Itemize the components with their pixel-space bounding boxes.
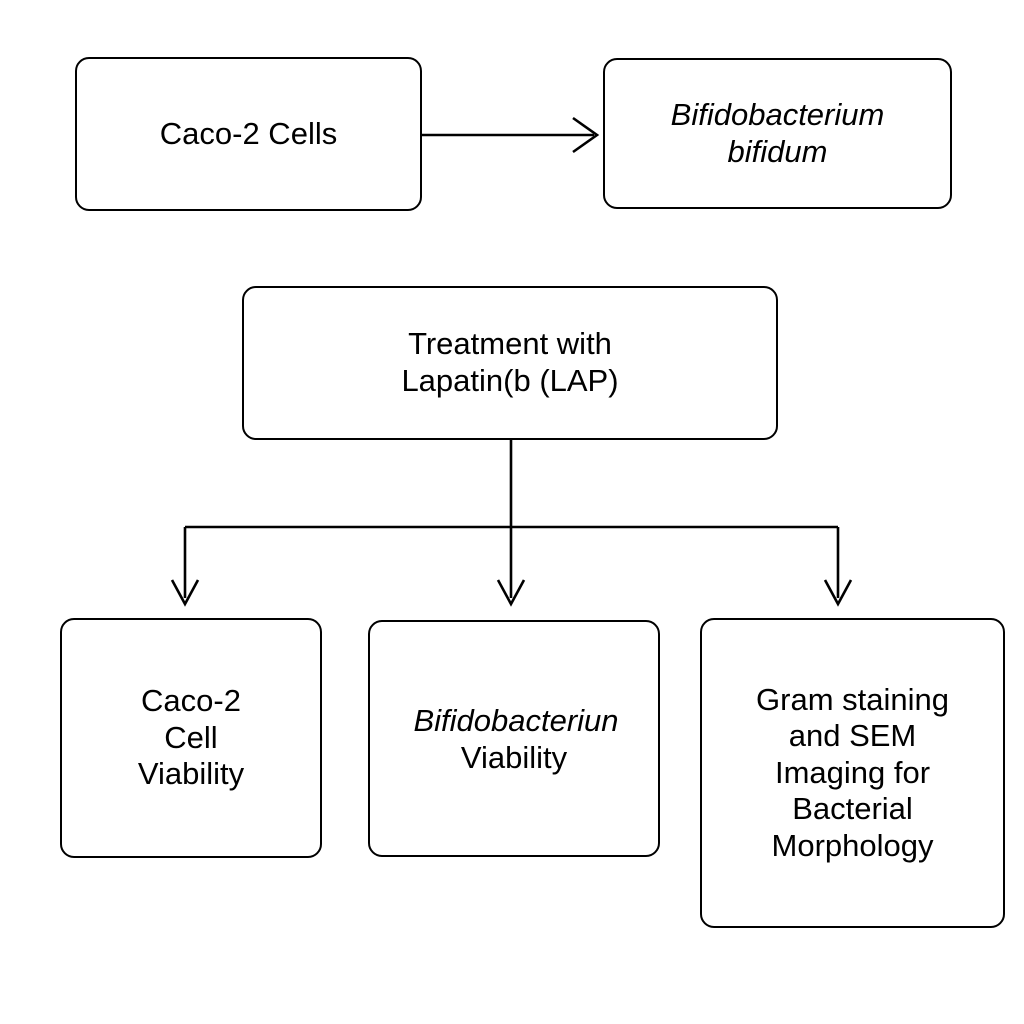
node-caco2-cell-viability-label: Caco-2 Cell Viability: [137, 683, 245, 792]
node-bifidobacteriun-viability-stack: Bifidobacteriun Viability: [370, 701, 658, 775]
node-caco2-cells-label: Caco-2 Cells: [159, 115, 338, 151]
node-bifidobacteriun-viability-genus-label: Bifidobacteriun: [413, 702, 619, 738]
node-caco2-cell-viability[interactable]: Caco-2 Cell Viability: [60, 618, 322, 858]
connector-caco2-to-bifidobacterium: [422, 116, 600, 154]
node-treatment-label: Treatment with Lapatin(b (LAP): [401, 326, 619, 398]
node-treatment-with-lapatin[interactable]: Treatment with Lapatin(b (LAP): [242, 286, 778, 440]
node-caco2-cells[interactable]: Caco-2 Cells: [75, 57, 422, 211]
node-bifidobacteriun-viability[interactable]: Bifidobacteriun Viability: [368, 620, 660, 857]
node-gram-staining-sem-imaging[interactable]: Gram staining and SEM Imaging for Bacter…: [700, 618, 1005, 928]
node-gram-staining-sem-imaging-label: Gram staining and SEM Imaging for Bacter…: [756, 681, 949, 863]
connector-treatment-branch: [170, 440, 853, 607]
node-bifidobacterium-bifidum[interactable]: Bifidobacterium bifidum: [603, 58, 952, 209]
node-bifidobacteriun-viability-label: Viability: [460, 739, 568, 775]
node-bifidobacterium-bifidum-label: Bifidobacterium bifidum: [670, 96, 885, 169]
